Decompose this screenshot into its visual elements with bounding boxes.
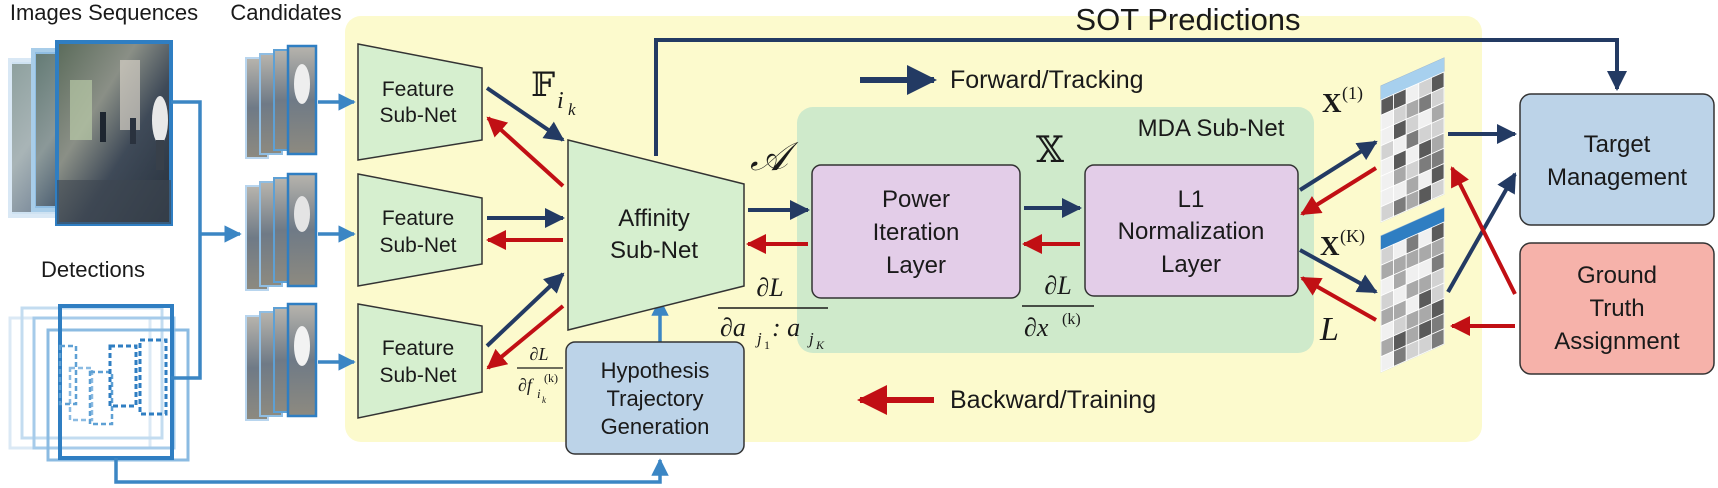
ground-truth-assignment: Ground Truth Assignment bbox=[1519, 242, 1715, 375]
ground-truth-line1: Ground bbox=[1577, 262, 1657, 289]
matrix-xk bbox=[1380, 207, 1445, 373]
svg-text:∂x: ∂x bbox=[1024, 313, 1049, 342]
ground-truth-line3: Assignment bbox=[1554, 328, 1680, 355]
sot-predictions-title: SOT Predictions bbox=[1075, 2, 1300, 37]
power-iteration-layer: Power Iteration Layer bbox=[811, 164, 1021, 299]
math-x1-label: X (1) bbox=[1322, 83, 1363, 118]
mda-subnet-label: MDA Sub-Net bbox=[1138, 115, 1285, 142]
candidate-crops-top bbox=[245, 44, 318, 159]
feature-subnet-2-line1: Feature bbox=[382, 207, 454, 230]
feature-subnet-2-line2: Sub-Net bbox=[379, 234, 456, 257]
svg-text:∂a: ∂a bbox=[720, 313, 746, 342]
feature-subnet-3-line1: Feature bbox=[382, 337, 454, 360]
power-iteration-line3: Layer bbox=[886, 252, 946, 279]
svg-text:𝔽: 𝔽 bbox=[531, 67, 555, 104]
svg-text:k: k bbox=[568, 100, 576, 119]
math-loss-L: L bbox=[1319, 311, 1339, 348]
target-management: Target Management bbox=[1519, 93, 1715, 226]
candidate-crops-bottom bbox=[245, 302, 318, 421]
feature-subnet-1-line2: Sub-Net bbox=[379, 104, 456, 127]
l1-normalization-line3: Layer bbox=[1161, 251, 1221, 278]
svg-text:(K): (K) bbox=[1340, 226, 1365, 247]
forward-arrows bbox=[485, 38, 1627, 348]
hypothesis-line2: Trajectory bbox=[607, 386, 704, 411]
detections-label: Detections bbox=[41, 257, 145, 282]
matrix-cell bbox=[1431, 178, 1445, 201]
math-X-double: 𝕏 bbox=[1036, 130, 1064, 170]
affinity-subnet-line2: Sub-Net bbox=[610, 237, 698, 264]
svg-text:j: j bbox=[807, 329, 814, 348]
feature-subnet-2: Feature Sub-Net bbox=[357, 173, 483, 287]
hypothesis-line1: Hypothesis bbox=[601, 358, 710, 383]
l1-normalization-line2: Normalization bbox=[1118, 218, 1265, 245]
svg-text:: a: : a bbox=[772, 313, 800, 342]
hypothesis-trajectory-generation: Hypothesis Trajectory Generation bbox=[565, 341, 745, 455]
svg-text:1: 1 bbox=[764, 338, 770, 352]
images-sequences-label: Images Sequences bbox=[10, 0, 198, 25]
svg-text:∂L: ∂L bbox=[530, 344, 549, 364]
target-management-line2: Management bbox=[1547, 164, 1687, 191]
feature-subnet-3-line2: Sub-Net bbox=[379, 364, 456, 387]
backward-arrows bbox=[486, 116, 1517, 415]
feature-subnet-1-line1: Feature bbox=[382, 78, 454, 101]
affinity-subnet-line1: Affinity bbox=[618, 205, 690, 232]
svg-text:∂L: ∂L bbox=[756, 273, 783, 302]
ground-truth-line2: Truth bbox=[1589, 295, 1644, 322]
candidates-label: Candidates bbox=[230, 0, 341, 25]
math-f-ik: 𝔽 i k bbox=[531, 67, 576, 119]
svg-text:(1): (1) bbox=[1342, 83, 1363, 104]
target-management-line1: Target bbox=[1584, 131, 1651, 158]
candidate-crops-middle bbox=[245, 172, 318, 291]
svg-text:k: k bbox=[542, 395, 547, 405]
detection-stack bbox=[8, 304, 190, 462]
svg-text:X: X bbox=[1320, 231, 1340, 261]
math-dL-dx: ∂L ∂x (k) bbox=[1022, 271, 1094, 342]
svg-text:i: i bbox=[537, 386, 541, 401]
image-sequence-stack bbox=[8, 40, 173, 226]
feature-subnet-3: Feature Sub-Net bbox=[357, 303, 483, 419]
svg-text:∂f: ∂f bbox=[518, 375, 535, 395]
legend-forward-label: Forward/Tracking bbox=[950, 66, 1144, 94]
l1-normalization-line1: L1 bbox=[1178, 186, 1205, 213]
affinity-subnet: Affinity Sub-Net bbox=[567, 139, 745, 331]
svg-text:K: K bbox=[815, 338, 825, 352]
svg-text:(k): (k) bbox=[1062, 311, 1081, 328]
legend-backward-label: Backward/Training bbox=[950, 386, 1156, 414]
math-dL-da: ∂L ∂a j 1 : a j K bbox=[718, 273, 828, 352]
svg-text:j: j bbox=[755, 329, 762, 348]
feature-subnet-1: Feature Sub-Net bbox=[357, 43, 483, 161]
svg-text:(k): (k) bbox=[544, 371, 558, 385]
power-iteration-line1: Power bbox=[882, 186, 950, 213]
svg-text:∂L: ∂L bbox=[1044, 271, 1071, 300]
matrix-x1 bbox=[1380, 57, 1445, 223]
l1-normalization-layer: L1 Normalization Layer bbox=[1084, 164, 1299, 297]
hypothesis-line3: Generation bbox=[601, 414, 710, 439]
matrix-cell bbox=[1431, 328, 1445, 351]
svg-text:i: i bbox=[557, 88, 564, 114]
math-dL-df: ∂L ∂f i k (k) bbox=[517, 344, 563, 405]
svg-text:X: X bbox=[1322, 88, 1342, 118]
power-iteration-line2: Iteration bbox=[873, 219, 960, 246]
math-xk-label: X (K) bbox=[1320, 226, 1365, 261]
